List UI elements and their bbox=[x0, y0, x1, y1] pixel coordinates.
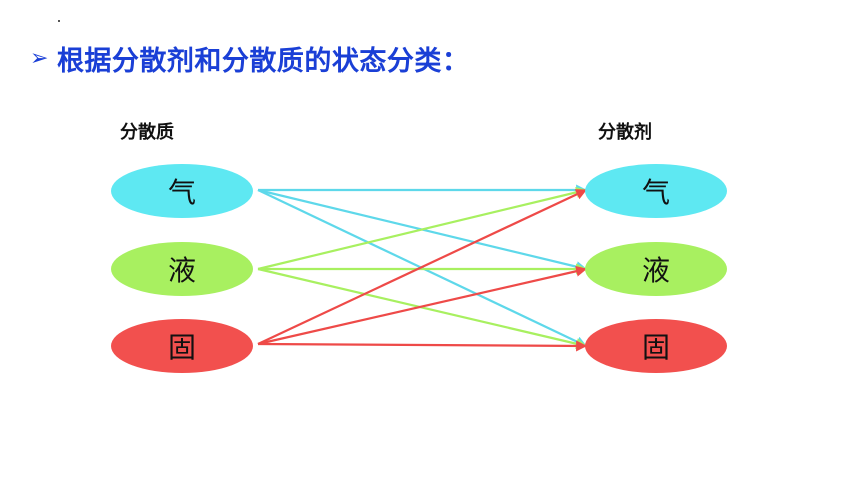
arrow-solid-to-liquid bbox=[257, 265, 588, 346]
right-node-solid: 固 bbox=[585, 319, 727, 373]
left-node-gas: 气 bbox=[111, 164, 253, 218]
page-title-text: 根据分散剂和分散质的状态分类： bbox=[56, 45, 470, 77]
dispersion-medium-label: 分散剂 bbox=[598, 122, 652, 143]
left-node-liquid: 液 bbox=[111, 242, 253, 296]
arrow-gas-to-solid bbox=[257, 189, 587, 347]
right-node-liquid: 液 bbox=[585, 242, 727, 296]
arrow-solid-to-gas bbox=[257, 189, 587, 345]
dispersed-phase-label: 分散质 bbox=[120, 122, 174, 143]
arrow-liquid-to-solid bbox=[257, 267, 588, 350]
arrow-liquid-to-gas bbox=[257, 186, 588, 271]
decorative-dot bbox=[58, 20, 60, 22]
arrow-bullet-icon: ➢ bbox=[30, 45, 49, 71]
arrow-solid-to-solid bbox=[257, 340, 588, 352]
arrow-gas-to-liquid bbox=[257, 188, 588, 273]
page-title: ➢ 根据分散剂和分散质的状态分类： bbox=[30, 38, 469, 78]
left-node-solid: 固 bbox=[111, 319, 253, 373]
right-node-gas: 气 bbox=[585, 164, 727, 218]
